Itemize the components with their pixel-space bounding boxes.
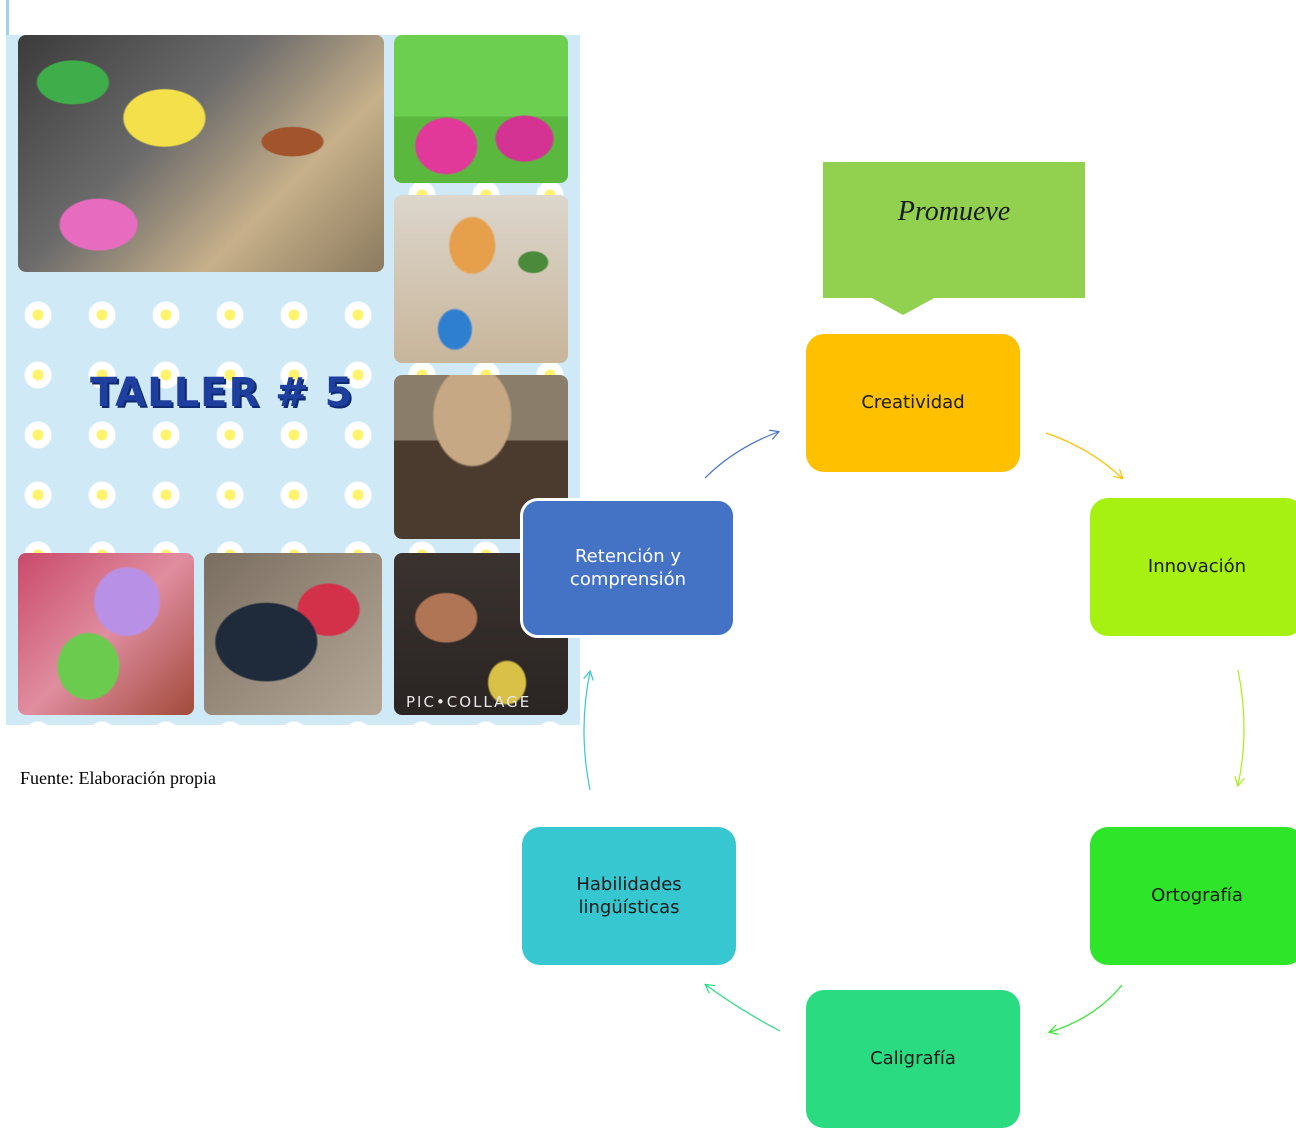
- arrow-caligrafia-habilidades: [706, 985, 781, 1032]
- node-retencion: Retención y comprensión: [520, 498, 736, 638]
- collage-photo-crafts: [394, 195, 568, 363]
- callout-pointer: [870, 297, 936, 315]
- source-note: Fuente: Elaboración propia: [20, 768, 216, 788]
- callout-text: Promueve: [897, 196, 1011, 227]
- arrow-innovacion-ortografia: [1238, 669, 1244, 785]
- node-creatividad-label: Creatividad: [861, 392, 965, 414]
- arrow-retencion-creatividad: [704, 432, 778, 479]
- promueve-callout: Promueve: [823, 162, 1085, 298]
- collage-photo-student: [204, 553, 382, 715]
- arrow-creatividad-innovacion: [1045, 432, 1122, 478]
- node-innovacion: Innovación: [1090, 498, 1296, 636]
- photo-collage: TALLER # 5 PIC•COLLAGE: [6, 35, 580, 725]
- node-caligrafia-label: Caligrafía: [870, 1048, 956, 1070]
- node-caligrafia: Caligrafía: [806, 990, 1020, 1128]
- arrow-ortografia-caligrafia: [1050, 984, 1123, 1032]
- node-creatividad: Creatividad: [806, 334, 1020, 472]
- node-ortografia-label: Ortografía: [1151, 885, 1243, 907]
- collage-photo-heart-sign: [18, 553, 194, 715]
- node-habilidades: Habilidades lingüísticas: [522, 827, 736, 965]
- collage-watermark: PIC•COLLAGE: [406, 693, 532, 711]
- collage-title: TALLER # 5: [90, 370, 354, 416]
- node-ortografia: Ortografía: [1090, 827, 1296, 965]
- collage-photo-puppets: [18, 35, 384, 272]
- collage-edge: [6, 0, 9, 40]
- node-retencion-label: Retención y comprensión: [569, 545, 687, 590]
- node-habilidades-label: Habilidades lingüísticas: [576, 873, 682, 918]
- node-innovacion-label: Innovación: [1147, 556, 1247, 578]
- collage-photo-green-puppet: [394, 35, 568, 183]
- arrow-habilidades-retencion: [583, 672, 590, 791]
